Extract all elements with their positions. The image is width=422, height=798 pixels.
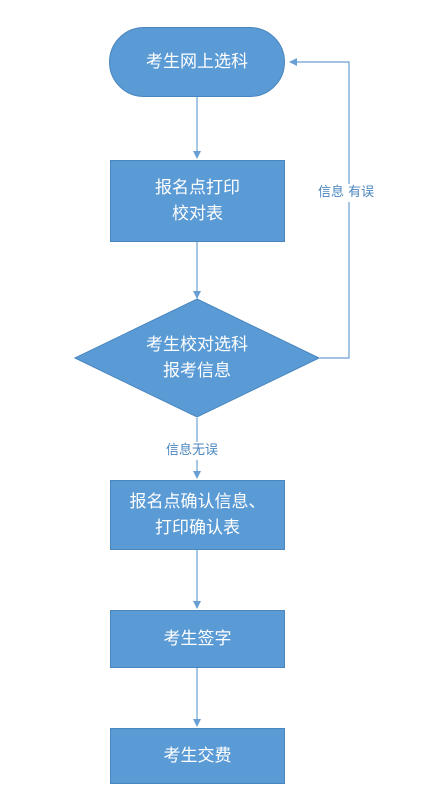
decision-diamond-shape [74,298,320,418]
start-terminal-node: 考生网上选科 [109,27,285,97]
print-check-label-line1: 报名点打印 [155,178,240,198]
confirm-info-node: 报名点确认信息、 打印确认表 [110,480,285,550]
edge-label-info-ok: 信息无误 [164,442,221,460]
verify-decision-node: 考生校对选科 报考信息 [74,298,320,418]
print-check-sheet-node: 报名点打印 校对表 [110,160,285,242]
print-check-label-line2: 校对表 [172,204,223,224]
start-node-label: 考生网上选科 [146,52,248,72]
sign-node: 考生签字 [110,610,285,668]
verify-label-line1: 考生校对选科 [146,335,248,355]
pay-node-label: 考生交费 [163,746,232,766]
sign-node-label: 考生签字 [163,629,232,649]
confirm-label-line2: 打印确认表 [155,518,240,538]
pay-node: 考生交费 [110,728,285,784]
arrow-verify-back-to-start [289,58,350,359]
edge-label-info-error: 信息 有误 [316,184,377,202]
verify-label-line2: 报考信息 [163,361,231,381]
confirm-label-line1: 报名点确认信息、 [129,492,266,512]
